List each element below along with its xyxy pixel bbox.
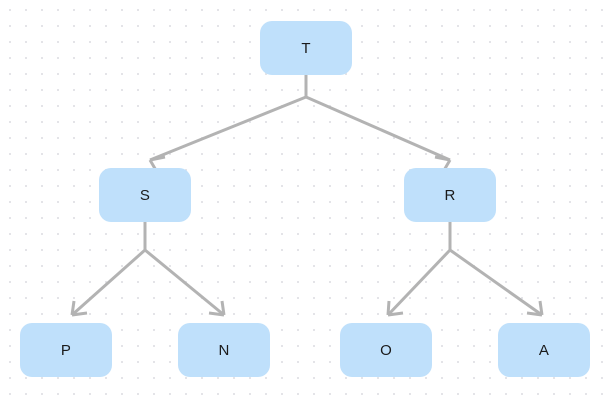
node-o[interactable]: O [340,323,432,377]
edge-r-o [386,248,452,317]
node-label: N [218,341,230,359]
arrowhead-s-n [208,300,226,317]
node-s[interactable]: S [99,168,191,222]
node-p[interactable]: P [20,323,112,377]
arrowhead-r-a [526,300,544,317]
node-label: R [444,186,456,204]
edge-t-s [149,95,307,162]
arrowhead-s-p [70,300,88,317]
node-label: A [538,341,550,359]
edge-s-p [71,248,146,317]
node-r[interactable]: R [404,168,496,222]
node-n[interactable]: N [178,323,270,377]
edge-s-n [144,248,225,317]
edge-r-a [449,248,543,317]
node-label: S [139,186,151,204]
edge-t-r [305,95,451,162]
node-label: P [60,341,72,359]
node-label: O [380,341,392,359]
arrowhead-r-o [386,300,404,317]
node-label: T [301,39,311,57]
node-t[interactable]: T [260,21,352,75]
node-a[interactable]: A [498,323,590,377]
